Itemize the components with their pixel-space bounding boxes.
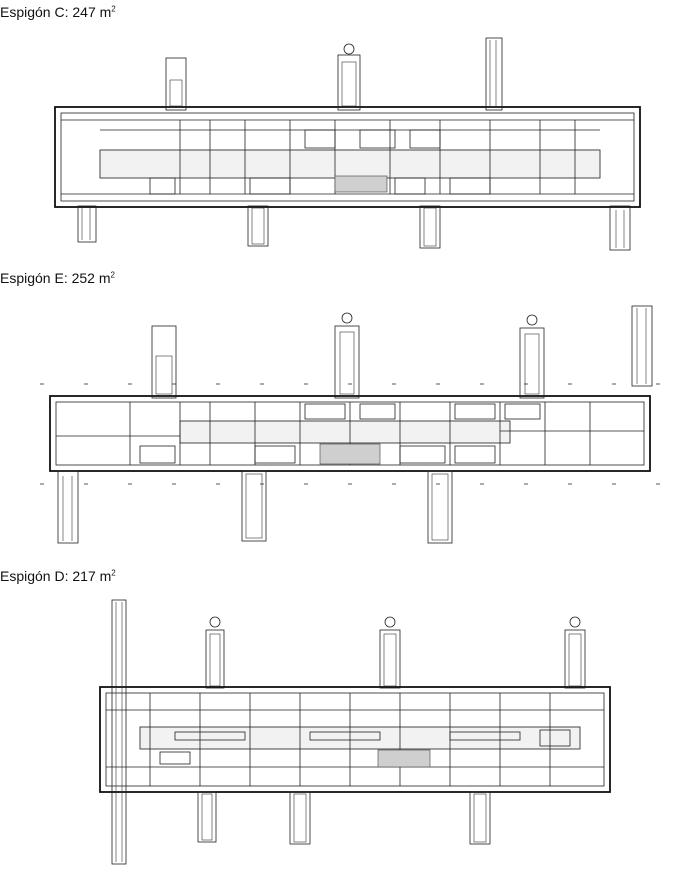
room-grid xyxy=(106,693,604,786)
connector-top-center xyxy=(337,43,361,111)
connector-bottom-left xyxy=(247,205,269,247)
central-corridor xyxy=(99,149,601,179)
walkway-left xyxy=(111,599,127,865)
area-unit-exponent: 2 xyxy=(111,568,116,578)
connector-bottom-center xyxy=(419,205,441,249)
section-title-espigon-c: Espigón C: 247 m2 xyxy=(0,4,116,20)
area-unit-exponent: 2 xyxy=(111,4,116,14)
connector-top-right xyxy=(564,616,586,689)
connector-bottom-left xyxy=(197,791,217,843)
connector-top-right xyxy=(485,37,503,111)
floor-plan-espigon-e xyxy=(40,305,660,544)
connector-bottom-far-left xyxy=(77,205,97,243)
connector-top-right xyxy=(519,314,545,399)
connector-bottom-far-left xyxy=(57,470,79,544)
section-title-text: Espigón E: 252 m xyxy=(0,270,111,286)
connector-bottom-far-right xyxy=(609,205,631,251)
highlighted-room xyxy=(334,175,388,193)
connector-top-left xyxy=(151,325,177,399)
highlighted-room xyxy=(319,443,381,465)
central-corridor xyxy=(139,726,581,750)
section-title-espigon-e: Espigón E: 252 m2 xyxy=(0,270,115,286)
inner-wall xyxy=(105,692,605,787)
connector-top-center xyxy=(379,616,401,689)
section-title-text: Espigón C: 247 m xyxy=(0,4,112,20)
connector-top-left xyxy=(165,57,187,111)
central-corridor xyxy=(179,420,511,444)
inner-wall xyxy=(60,112,635,202)
connector-bottom-center xyxy=(289,791,311,845)
floor-plan-espigon-c xyxy=(54,37,641,251)
building-outline xyxy=(99,686,611,793)
floor-plan-espigon-d xyxy=(99,599,611,865)
connector-bottom-left xyxy=(241,470,267,542)
room-grid xyxy=(100,120,600,195)
area-unit-exponent: 2 xyxy=(110,270,115,280)
building-outline xyxy=(49,395,651,472)
connector-top-far-right xyxy=(631,305,653,387)
connector-bottom-right xyxy=(469,791,491,845)
building-outline xyxy=(54,106,641,208)
connector-top-center xyxy=(334,312,360,399)
section-title-espigon-d: Espigón D: 217 m2 xyxy=(0,568,116,584)
section-title-text: Espigón D: 217 m xyxy=(0,568,112,584)
highlighted-room xyxy=(377,749,431,768)
perimeter-markers xyxy=(40,383,660,485)
connector-top-left xyxy=(205,616,225,689)
connector-bottom-center xyxy=(427,470,453,544)
